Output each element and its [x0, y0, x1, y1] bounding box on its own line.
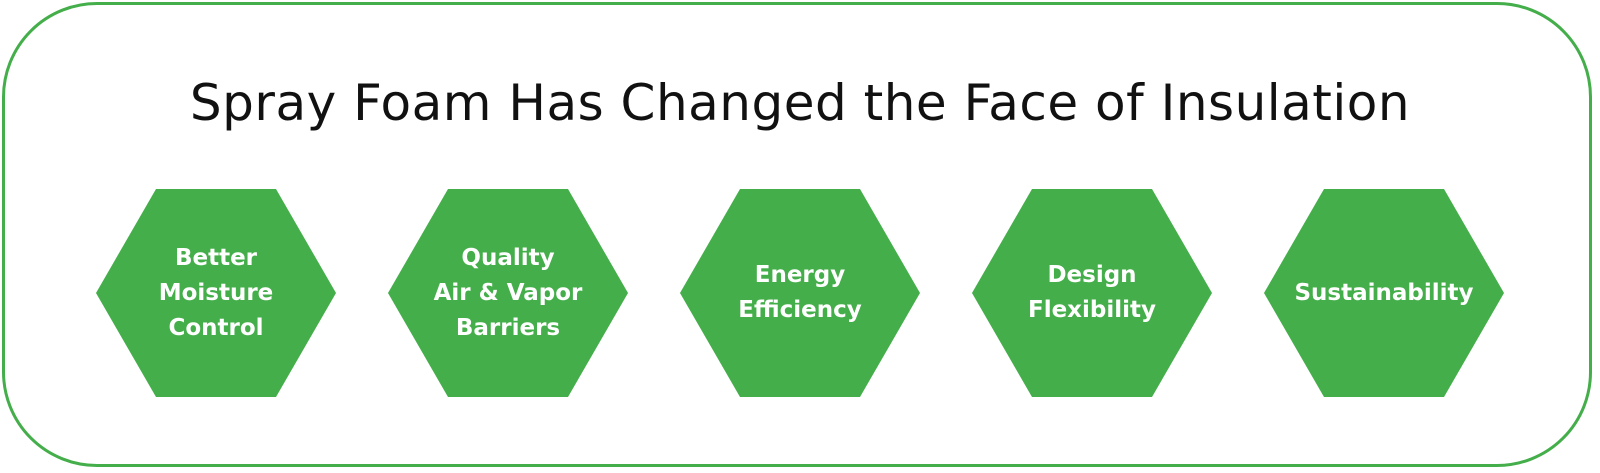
hexagon-label: Quality Air & Vapor Barriers: [433, 244, 583, 341]
hexagon-label: Design Flexibility: [1027, 262, 1157, 323]
hexagon-label: Energy Efficiency: [738, 262, 862, 323]
page-title: Spray Foam Has Changed the Face of Insul…: [189, 74, 1411, 132]
hexagon-air-vapor-barriers: Quality Air & Vapor Barriers: [388, 189, 628, 397]
hexagon-label: Sustainability: [1294, 279, 1474, 306]
hexagon-label: Better Moisture Control: [158, 244, 274, 341]
